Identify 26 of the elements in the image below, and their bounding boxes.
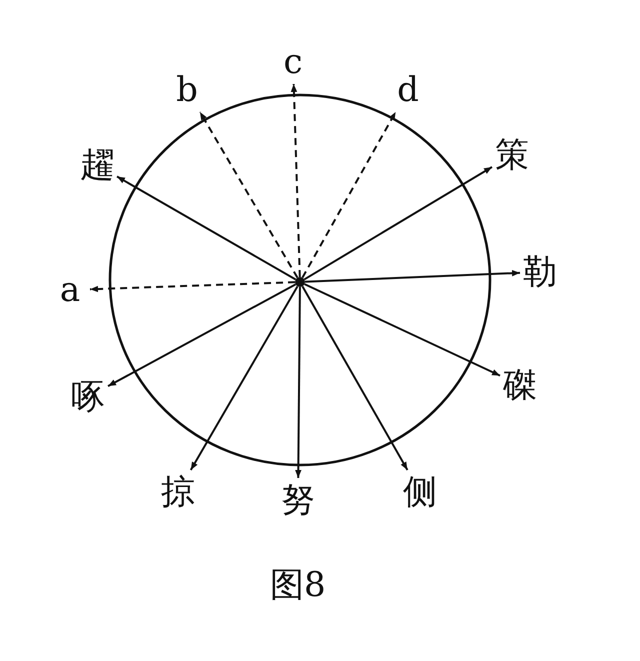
stroke-label: 掠	[158, 470, 198, 514]
arrow	[199, 112, 298, 278]
center-dot	[295, 277, 305, 287]
stroke-label: 侧	[400, 470, 440, 514]
stroke-label: 啄	[68, 375, 108, 419]
stroke-label: d	[388, 68, 428, 112]
arrow	[304, 283, 500, 377]
arrow	[90, 281, 296, 292]
arrow	[304, 270, 520, 283]
stroke-label: a	[50, 268, 90, 312]
arrow	[295, 287, 302, 478]
arrow	[108, 284, 296, 388]
arrow	[116, 176, 296, 280]
stroke-label: 趯	[77, 143, 117, 187]
stroke-label: 磔	[500, 363, 540, 407]
arrow	[302, 286, 408, 470]
figure-caption: 图8	[270, 564, 326, 607]
stroke-label: c	[273, 40, 313, 84]
stroke-label: 策	[492, 133, 532, 177]
stroke-label: 勒	[520, 250, 560, 294]
arrow	[304, 166, 493, 280]
arrow	[290, 84, 301, 278]
arrow	[302, 112, 396, 278]
arrow	[190, 286, 298, 470]
stroke-label: b	[167, 68, 207, 112]
stroke-label: 努	[278, 478, 318, 522]
